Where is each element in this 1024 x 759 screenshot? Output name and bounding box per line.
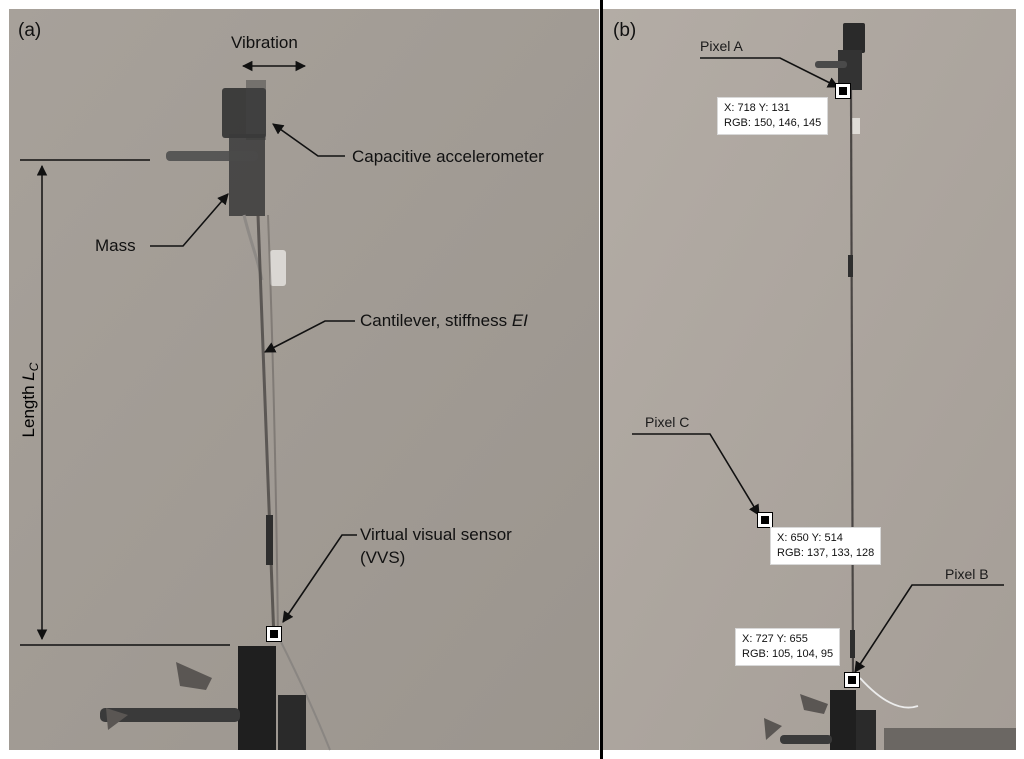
length-word: Length — [18, 380, 38, 438]
pixel-b-coords: X: 727 Y: 655 — [742, 633, 808, 645]
length-subscript: C — [27, 362, 42, 372]
vvs-label-line2: (VVS) — [360, 548, 406, 567]
pixel-c-marker — [757, 512, 773, 528]
accelerometer-leader — [272, 123, 345, 157]
cantilever-line — [256, 214, 276, 641]
pixel-c-rgb: RGB: 137, 133, 128 — [777, 547, 875, 559]
length-label: Length LC — [19, 363, 41, 438]
panel-a-annotations — [20, 60, 357, 646]
pixel-a-label: Pixel A — [700, 38, 743, 54]
mass-bolt — [166, 151, 258, 161]
panel-a-photo — [9, 9, 599, 750]
clamp-stand — [238, 646, 276, 750]
length-symbol: L — [18, 371, 38, 381]
pixel-b-readout: X: 727 Y: 655 RGB: 105, 104, 95 — [735, 628, 841, 666]
cantilever-label: Cantilever, stiffness EI — [360, 311, 528, 331]
cantilever-label-text: Cantilever, stiffness — [360, 311, 512, 330]
pixel-c-coords: X: 650 Y: 514 — [777, 532, 843, 544]
pixel-b-label: Pixel B — [945, 566, 989, 582]
pixel-a-leader — [700, 57, 840, 88]
pixel-a-coords: X: 718 Y: 131 — [724, 102, 790, 114]
pixel-a-readout: X: 718 Y: 131 RGB: 150, 146, 145 — [717, 97, 829, 135]
pixel-b-rgb: RGB: 105, 104, 95 — [742, 648, 834, 660]
accelerometer-body-b — [843, 23, 865, 53]
capacitive-accelerometer-label: Capacitive accelerometer — [352, 147, 544, 166]
panel-divider — [600, 0, 603, 759]
pixel-c-label: Pixel C — [645, 414, 690, 430]
pixel-c-leader — [632, 433, 760, 516]
pixel-b-leader — [854, 584, 1004, 673]
stiffness-symbol: EI — [511, 311, 528, 330]
cantilever-line-b — [849, 89, 855, 681]
pixel-b-marker — [844, 672, 860, 688]
pixel-c-readout: X: 650 Y: 514 RGB: 137, 133, 128 — [770, 527, 882, 565]
mass-block — [229, 134, 265, 216]
panel-b-apparatus — [764, 23, 1016, 750]
table-surface — [884, 728, 1016, 750]
cantilever-leader — [264, 320, 355, 353]
vvs-leader — [282, 534, 357, 623]
vibration-label: Vibration — [231, 33, 298, 52]
vvs-label-line1: Virtual visual sensor — [360, 525, 512, 544]
mass-leader — [150, 193, 229, 247]
panel-a-apparatus — [100, 80, 331, 751]
panel-a-letter: (a) — [18, 20, 42, 41]
vvs-marker — [266, 626, 282, 642]
clamp-stand-b — [830, 690, 856, 750]
pixel-a-marker — [835, 83, 851, 99]
pixel-a-rgb: RGB: 150, 146, 145 — [724, 117, 822, 129]
panel-b-annotations — [632, 57, 1004, 673]
panel-b-letter: (b) — [613, 20, 637, 41]
mass-label: Mass — [95, 236, 136, 255]
